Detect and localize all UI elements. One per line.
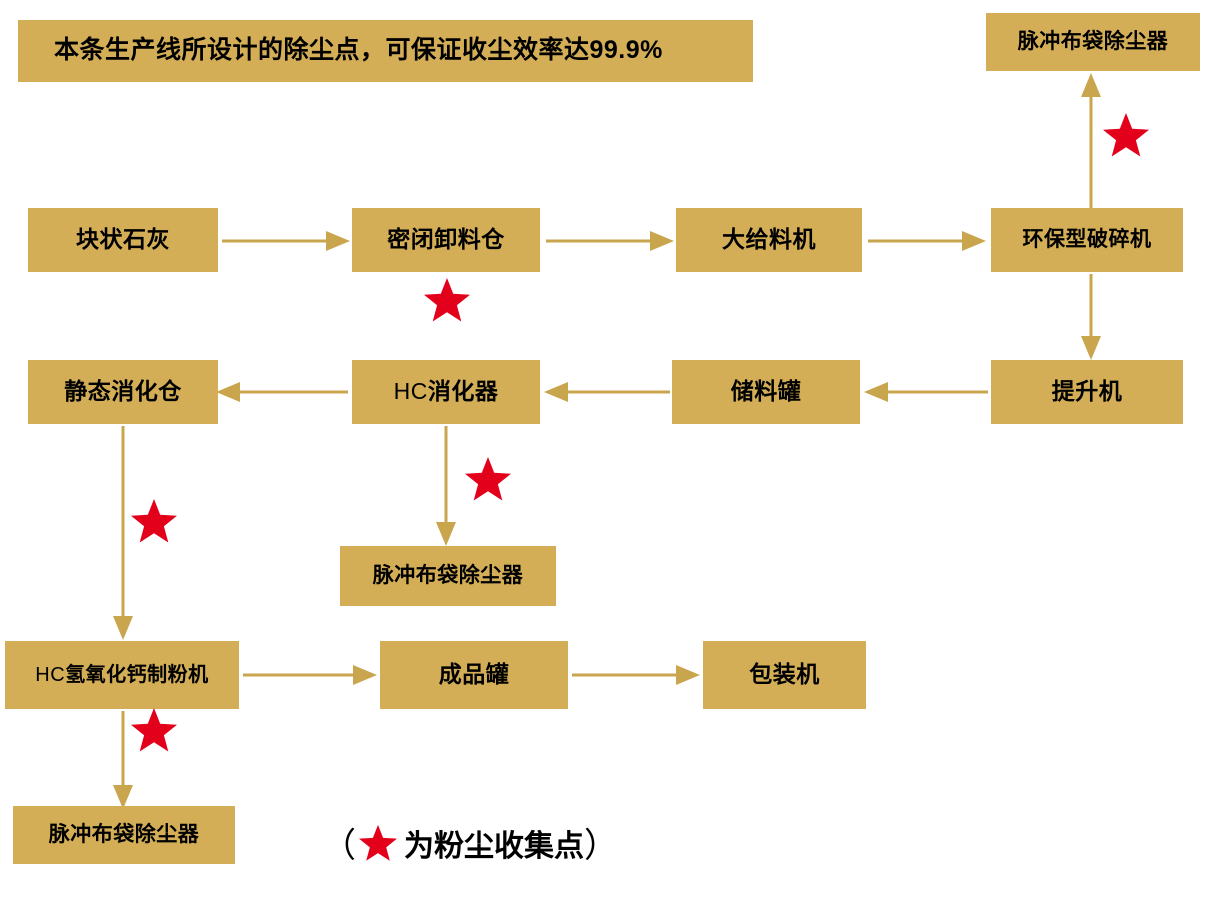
legend-open-paren: （ — [322, 827, 356, 865]
arrow-storage-tank-to-hc-digester — [544, 379, 670, 405]
node-eco-crusher: 环保型破碎机 — [991, 208, 1183, 272]
arrow-crusher-to-dustcollector-top — [1078, 73, 1104, 213]
arrow-elevator-to-storage-tank — [864, 379, 988, 405]
node-elevator: 提升机 — [991, 360, 1183, 424]
arrow-feeder-to-crusher — [868, 228, 986, 254]
title-banner-text: 本条生产线所设计的除尘点，可保证收尘效率达99.9% — [54, 36, 663, 65]
title-banner: 本条生产线所设计的除尘点，可保证收尘效率达99.9% — [18, 20, 753, 82]
node-label: 成品罐 — [438, 661, 510, 688]
node-label-prefix: HC — [393, 378, 428, 405]
red-star-icon — [358, 824, 398, 862]
node-label-prefix: HC — [35, 664, 66, 686]
node-label: 包装机 — [749, 661, 820, 688]
arrow-crusher-to-elevator — [1078, 274, 1104, 360]
node-large-feeder: 大给料机 — [676, 208, 862, 272]
dust-point-star-static-bin — [130, 498, 178, 544]
node-label: 脉冲布袋除尘器 — [1017, 30, 1169, 54]
node-label: 块状石灰 — [76, 226, 170, 253]
legend-close-paren: ） — [584, 827, 618, 865]
node-lump-lime: 块状石灰 — [28, 208, 218, 272]
node-dust-collector-mid: 脉冲布袋除尘器 — [340, 546, 556, 606]
node-label: 环保型破碎机 — [1022, 228, 1152, 252]
arrow-hc-digester-to-static-bin — [216, 379, 348, 405]
node-dust-collector-bottom: 脉冲布袋除尘器 — [13, 806, 235, 864]
arrow-finished-tank-to-packing — [572, 662, 700, 688]
node-label: 静态消化仓 — [64, 378, 182, 405]
legend: （ 为粉尘收集点 ） — [322, 818, 618, 867]
node-label: 氢氧化钙制粉机 — [65, 664, 209, 686]
node-label: 脉冲布袋除尘器 — [372, 564, 524, 588]
dust-point-star-discharge-bin — [423, 277, 471, 323]
dust-point-star-crusher — [1102, 112, 1150, 158]
arrow-powder-mill-to-dustcollector-bottom — [110, 711, 136, 809]
node-finished-product-tank: 成品罐 — [380, 641, 568, 709]
dust-point-star-hc-digester — [464, 456, 512, 502]
node-dust-collector-top: 脉冲布袋除尘器 — [986, 13, 1200, 71]
arrow-powder-mill-to-finished-tank — [243, 662, 377, 688]
arrow-static-bin-to-powder-mill — [110, 426, 136, 640]
node-label: 密闭卸料仓 — [387, 226, 505, 253]
arrow-discharge-bin-to-feeder — [546, 228, 674, 254]
node-packing-machine: 包装机 — [703, 641, 866, 709]
legend-text: 为粉尘收集点 — [404, 829, 584, 863]
node-storage-tank: 储料罐 — [672, 360, 860, 424]
node-label: 脉冲布袋除尘器 — [48, 823, 200, 847]
node-label: 储料罐 — [730, 378, 802, 405]
arrow-hc-digester-to-dustcollector-mid — [433, 426, 459, 546]
node-label: 提升机 — [1051, 378, 1123, 405]
node-static-digestion-bin: 静态消化仓 — [28, 360, 218, 424]
arrow-lime-to-discharge-bin — [222, 228, 350, 254]
node-label: 大给料机 — [722, 226, 816, 253]
node-label: 消化器 — [427, 378, 499, 405]
dust-point-star-powder-mill — [130, 707, 178, 753]
node-sealed-discharge-bin: 密闭卸料仓 — [352, 208, 540, 272]
